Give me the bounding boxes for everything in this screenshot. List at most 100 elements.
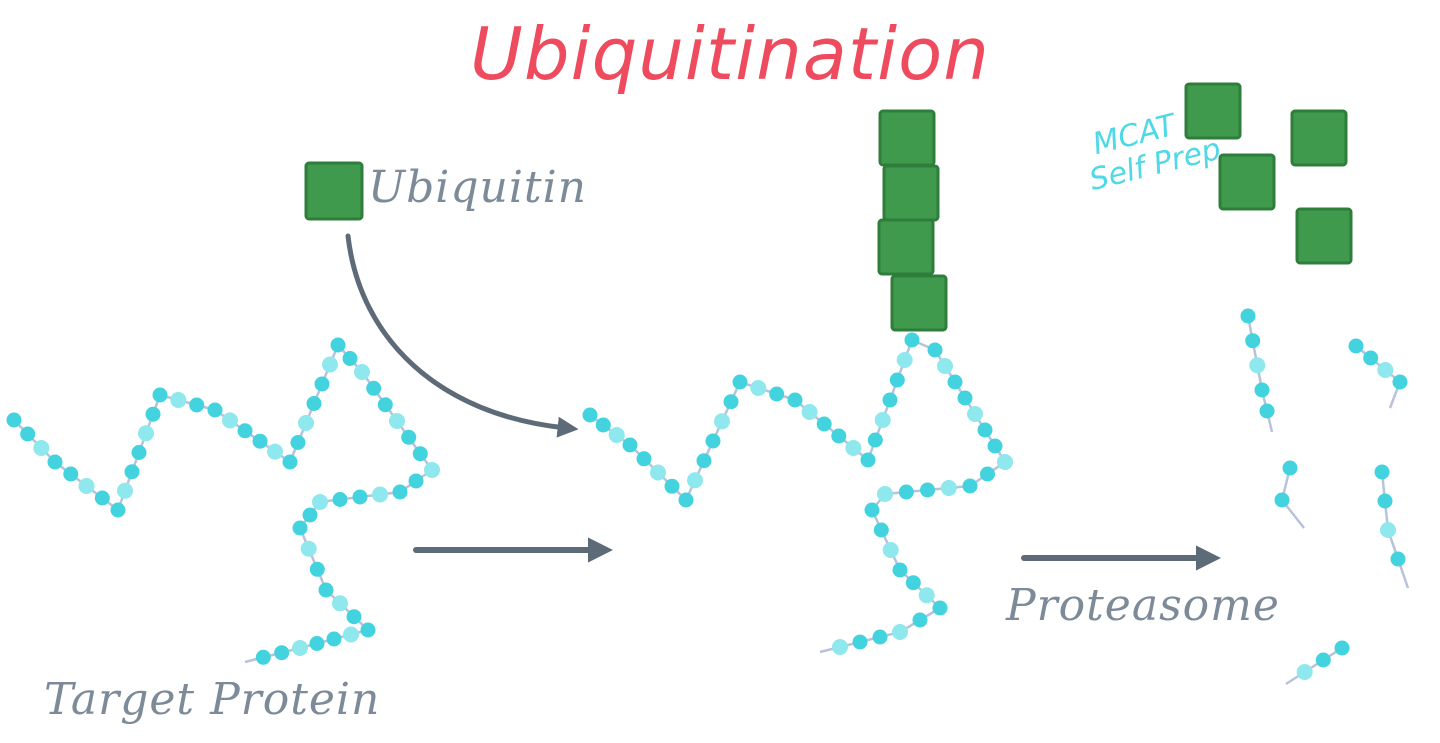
amino-acid-bead — [300, 540, 317, 557]
ubiquitinated-protein-chain — [582, 332, 1013, 655]
amino-acid-bead — [636, 451, 652, 467]
polyubiquitin-square-icon — [877, 218, 935, 276]
amino-acid-bead — [255, 649, 271, 665]
amino-acid-bead — [831, 428, 847, 444]
amino-acid-bead — [1363, 350, 1379, 366]
amino-acid-bead — [290, 435, 306, 450]
amino-acid-bead — [6, 412, 22, 428]
target-protein-label: Target Protein — [44, 674, 381, 725]
amino-acid-bead — [714, 413, 730, 430]
amino-acid-bead — [1377, 362, 1394, 378]
amino-acid-bead — [1374, 464, 1390, 480]
amino-acid-bead — [1240, 308, 1256, 324]
amino-acid-bead — [222, 412, 238, 429]
amino-acid-bead — [318, 582, 334, 598]
released-ubiquitin-square-icon — [1184, 82, 1242, 140]
amino-acid-bead — [1377, 493, 1393, 509]
amino-acid-bead — [864, 502, 880, 518]
amino-acid-bead — [33, 440, 50, 456]
amino-acid-bead — [342, 351, 358, 366]
ubiquitin-square-icon — [304, 161, 364, 221]
amino-acid-bead — [980, 466, 995, 482]
amino-acid-bead — [252, 433, 268, 449]
amino-acid-bead — [595, 417, 611, 433]
amino-acid-bead — [882, 392, 898, 408]
amino-acid-bead — [940, 480, 957, 496]
peptide-fragment — [1274, 460, 1305, 529]
amino-acid-bead — [1315, 652, 1331, 668]
amino-acid-bead — [366, 380, 382, 396]
amino-acid-bead — [1390, 551, 1406, 567]
amino-acid-bead — [1348, 338, 1364, 354]
amino-acid-bead — [47, 454, 63, 470]
amino-acid-bead — [904, 332, 920, 348]
amino-acid-bead — [322, 356, 338, 373]
amino-acid-bead — [882, 542, 899, 558]
amino-acid-bead — [687, 472, 703, 489]
amino-acid-bead — [1274, 492, 1290, 508]
amino-acid-bead — [377, 397, 393, 413]
amino-acid-bead — [1380, 522, 1396, 538]
amino-acid-bead — [309, 561, 325, 577]
ubiquitin-label: Ubiquitin — [368, 162, 587, 213]
amino-acid-bead — [326, 631, 342, 647]
amino-acid-bead — [314, 376, 330, 392]
polyubiquitin-square-icon — [878, 109, 936, 167]
chain-backbone — [1285, 646, 1343, 686]
amino-acid-bead — [392, 484, 408, 500]
amino-acid-bead — [832, 639, 848, 655]
amino-acid-bead — [732, 374, 748, 390]
amino-acid-bead — [962, 478, 978, 494]
peptide-fragment — [1348, 338, 1408, 409]
amino-acid-bead — [352, 489, 368, 505]
amino-acid-bead — [408, 473, 424, 489]
peptide-fragment — [1374, 464, 1410, 589]
amino-acid-bead — [889, 372, 905, 388]
amino-acid-bead — [124, 464, 140, 480]
amino-acid-bead — [860, 452, 876, 468]
amino-acid-bead — [63, 466, 79, 482]
amino-acid-bead — [608, 427, 625, 443]
amino-acid-bead — [845, 440, 862, 456]
amino-acid-bead — [237, 423, 253, 439]
amino-acid-bead — [346, 609, 362, 625]
diagram-title: Ubiquitination — [470, 12, 990, 96]
released-ubiquitin-square-icon — [1290, 109, 1348, 167]
amino-acid-bead — [372, 486, 388, 503]
amino-acid-bead — [1296, 664, 1313, 680]
amino-acid-bead — [892, 562, 908, 578]
amino-acid-bead — [920, 482, 935, 498]
amino-acid-bead — [360, 622, 376, 638]
amino-acid-bead — [816, 416, 832, 432]
amino-acid-bead — [1245, 333, 1261, 349]
amino-acid-bead — [997, 454, 1013, 470]
amino-acid-bead — [332, 595, 348, 612]
amino-acid-bead — [343, 626, 359, 643]
amino-acid-bead — [987, 438, 1003, 454]
polyubiquitin-square-icon — [882, 164, 940, 222]
amino-acid-bead — [424, 462, 440, 478]
amino-acid-bead — [678, 492, 694, 508]
amino-acid-bead — [582, 407, 598, 423]
amino-acid-bead — [1282, 460, 1298, 476]
amino-acid-bead — [769, 386, 785, 402]
amino-acid-bead — [1249, 357, 1266, 374]
released-ubiquitin-square-icon — [1295, 207, 1353, 265]
amino-acid-bead — [932, 600, 948, 616]
amino-acid-bead — [330, 337, 346, 353]
amino-acid-bead — [877, 486, 893, 502]
proteasome-label: Proteasome — [1006, 580, 1280, 631]
amino-acid-bead — [905, 575, 921, 591]
amino-acid-bead — [1392, 374, 1408, 390]
amino-acid-bead — [282, 454, 298, 470]
amino-acid-bead — [622, 437, 638, 453]
amino-acid-bead — [152, 387, 168, 403]
amino-acid-bead — [145, 406, 161, 422]
amino-acid-bead — [292, 520, 308, 536]
amino-acid-bead — [302, 507, 318, 523]
target-protein-chain — [6, 337, 440, 665]
amino-acid-bead — [1254, 382, 1270, 398]
amino-acid-bead — [872, 629, 888, 645]
